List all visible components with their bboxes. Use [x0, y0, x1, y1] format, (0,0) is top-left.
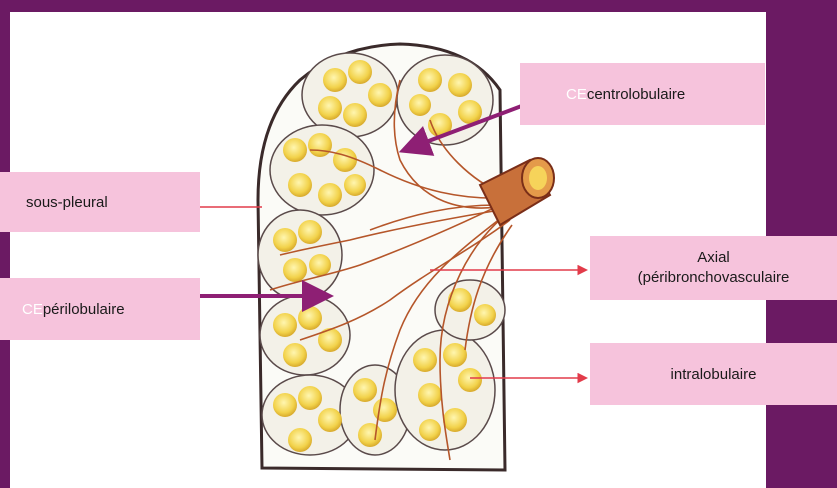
- label-axial-line1: Axial: [697, 248, 730, 268]
- label-sous-pleural: sous-pleural: [0, 172, 200, 232]
- label-intralobulaire-text: intralobulaire: [671, 366, 757, 383]
- label-axial-line2: (péribronchovasculaire: [638, 268, 790, 288]
- label-centrolobulaire-prefix: CE: [566, 86, 587, 103]
- label-perilobulaire-prefix: CE: [22, 301, 43, 318]
- label-axial: Axial (péribronchovasculaire: [590, 236, 837, 300]
- label-sous-pleural-text: sous-pleural: [26, 194, 108, 211]
- label-intralobulaire: intralobulaire: [590, 343, 837, 405]
- label-centrolobulaire-text: centrolobulaire: [587, 86, 685, 103]
- label-perilobulaire-text: périlobulaire: [43, 301, 125, 318]
